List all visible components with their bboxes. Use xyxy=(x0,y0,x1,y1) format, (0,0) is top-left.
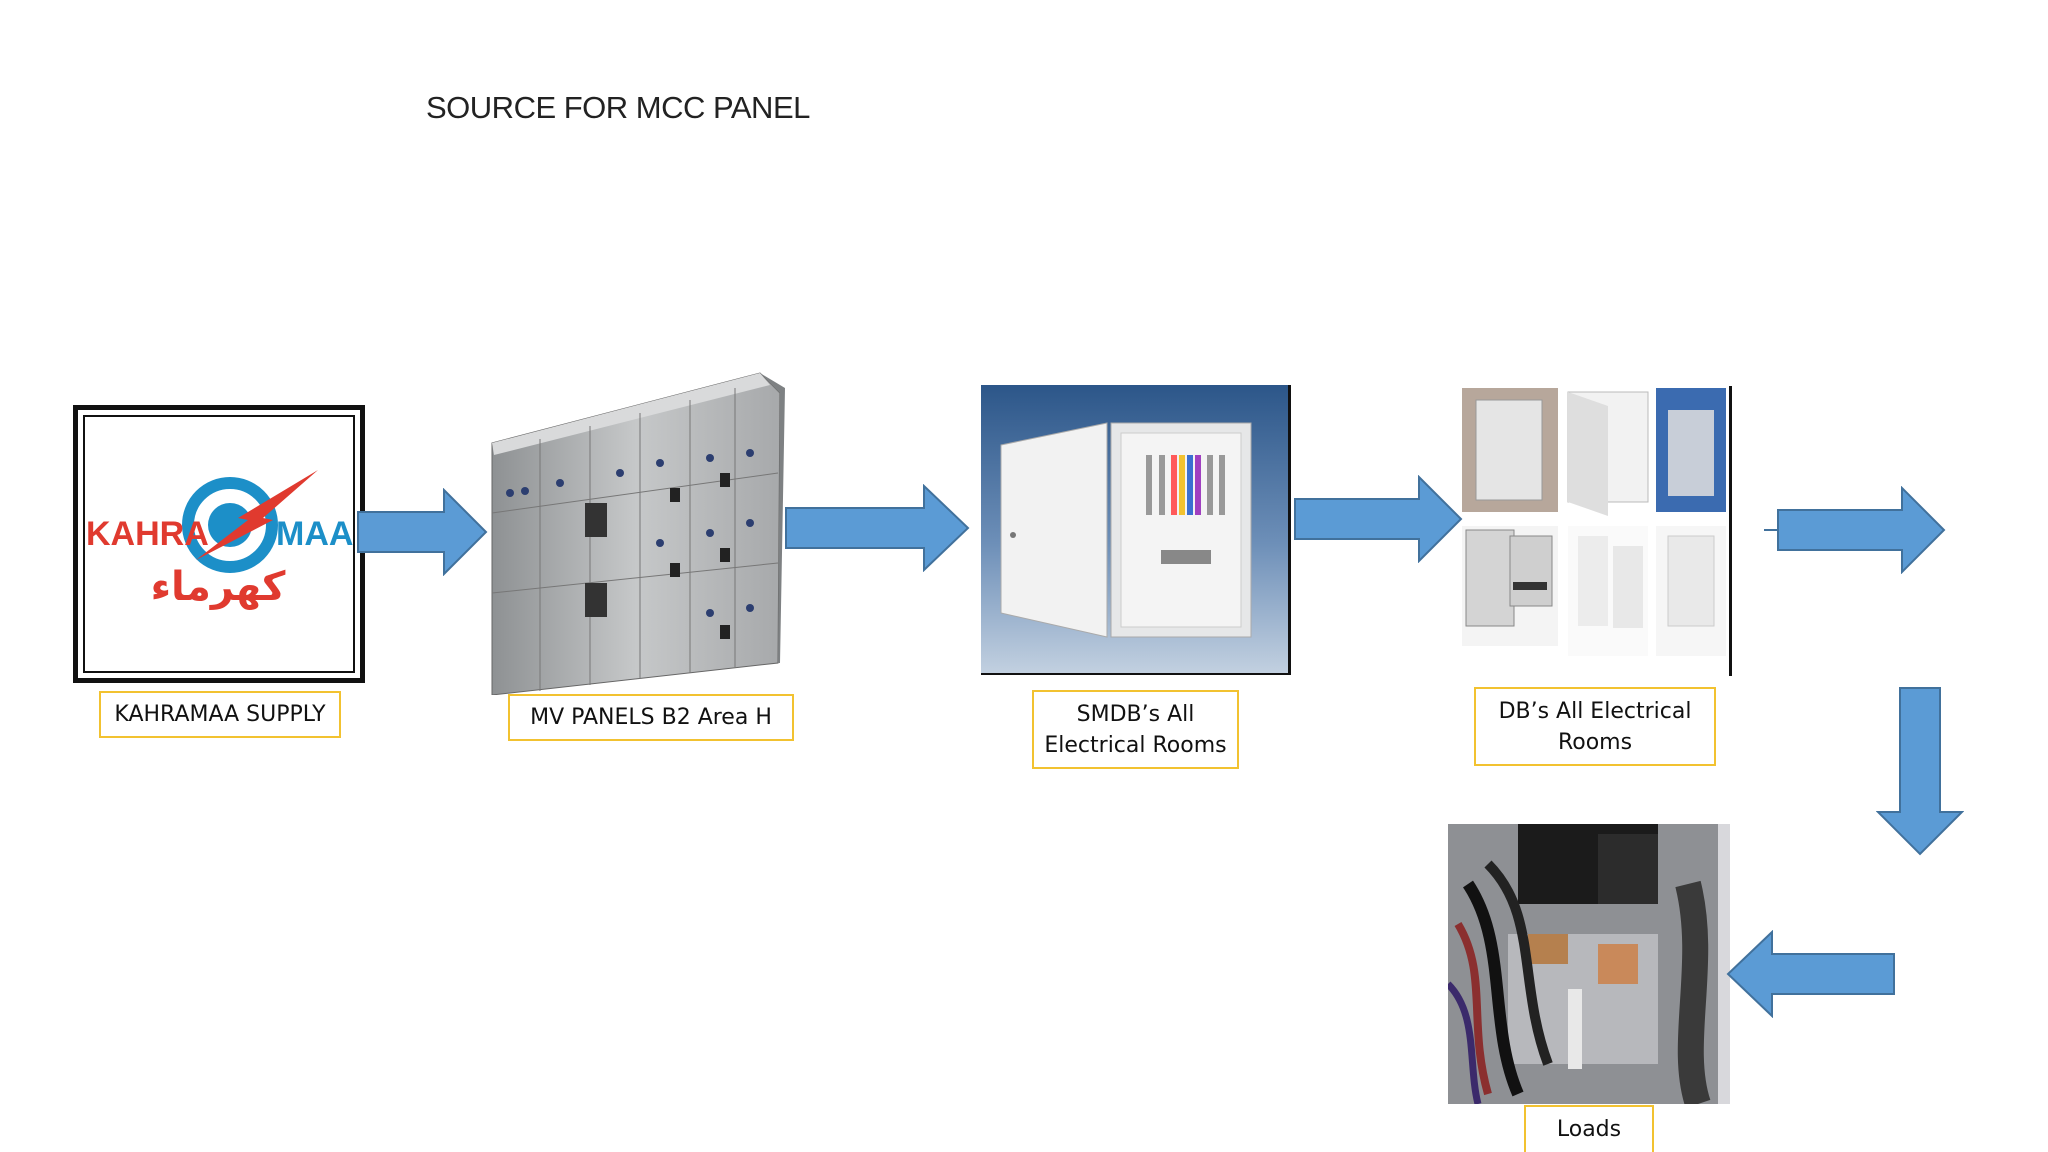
logo-text-right: MAA xyxy=(276,515,353,553)
label-smdb-line2: Electrical Rooms xyxy=(1044,732,1227,758)
label-kahramaa-supply-text: KAHRAMAA SUPPLY xyxy=(114,702,326,727)
arrow-smdb-to-db xyxy=(1294,475,1463,563)
label-mv-panels-text: MV PANELS B2 Area H xyxy=(530,705,772,730)
label-mv-panels: MV PANELS B2 Area H xyxy=(508,694,794,741)
distribution-board-icon xyxy=(1000,422,1252,638)
label-db-line1: DB’s All Electrical xyxy=(1498,698,1692,724)
db-collage-image xyxy=(1458,386,1732,676)
logo-text-arabic: كهرماء xyxy=(151,564,287,610)
label-kahramaa-supply: KAHRAMAA SUPPLY xyxy=(99,691,341,738)
label-db: DB’s All Electrical Rooms xyxy=(1474,687,1716,766)
smdb-image xyxy=(981,385,1291,675)
kahramaa-logo-icon: KAHRA MAA كهرماء xyxy=(86,470,353,610)
switchgear-icon xyxy=(491,372,785,695)
arrow-kahramaa-to-mv xyxy=(357,488,488,576)
page-title: SOURCE FOR MCC PANEL xyxy=(426,90,810,125)
arrow-down xyxy=(1876,687,1964,856)
label-loads-text: Loads xyxy=(1556,1117,1622,1142)
arrow-mv-to-smdb xyxy=(785,484,970,572)
label-db-line2: Rooms xyxy=(1557,729,1633,755)
arrow-to-loads xyxy=(1726,930,1895,1018)
wiring-icon xyxy=(1448,824,1730,1104)
kahramaa-logo-image: KAHRA MAA كهرماء xyxy=(73,405,365,683)
logo-text-left: KAHRA xyxy=(86,515,209,553)
arrow-db-to-right xyxy=(1764,486,1946,574)
label-smdb: SMDB’s All Electrical Rooms xyxy=(1032,690,1239,769)
mv-panels-image xyxy=(480,363,792,695)
loads-image xyxy=(1448,824,1730,1104)
label-smdb-line1: SMDB’s All xyxy=(1076,701,1195,727)
db-collage-icon xyxy=(1462,388,1726,656)
label-loads: Loads xyxy=(1524,1105,1654,1152)
